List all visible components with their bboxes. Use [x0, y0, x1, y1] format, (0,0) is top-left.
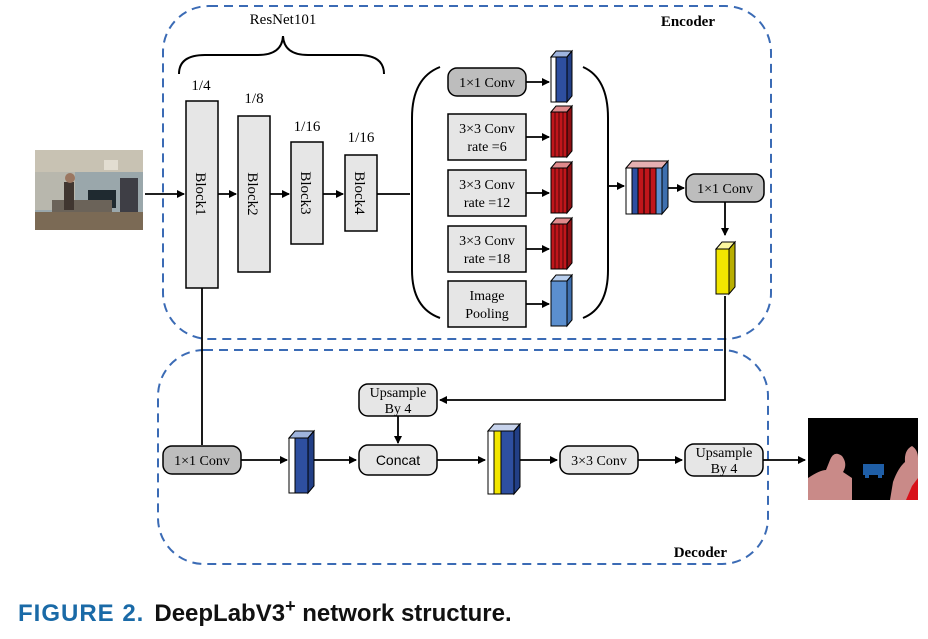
- aspp-branch-rate6-line2: rate =6: [467, 140, 506, 155]
- merge-conv1x1-label: 1×1 Conv: [697, 182, 753, 197]
- aspp-branch-rate12-line1: 3×3 Conv: [459, 178, 515, 193]
- connector-encoder-upsample: [439, 296, 726, 404]
- scale-label-block4: 1/16: [348, 130, 375, 146]
- feature-map-encoder-output: [714, 240, 737, 296]
- lowlevel-conv1x1-label: 1×1 Conv: [174, 454, 230, 469]
- encoder-label: Encoder: [661, 14, 716, 30]
- feature-map-rate12: [549, 160, 574, 215]
- block3-label: Block3: [297, 171, 313, 214]
- scale-label-block1: 1/4: [191, 78, 211, 94]
- block2-label: Block2: [244, 172, 260, 215]
- feature-map-rate6: [549, 104, 574, 159]
- decoder-region: [157, 349, 769, 565]
- aspp-image-pooling-line2: Pooling: [465, 307, 509, 322]
- scale-label-block2: 1/8: [244, 91, 263, 107]
- aspp-branch-rate12-line2: rate =12: [464, 196, 510, 211]
- input-image: [35, 150, 143, 230]
- upsample1-line2: By 4: [385, 402, 412, 417]
- upsample1-line1: Upsample: [370, 386, 427, 401]
- aspp-left-paren: [411, 66, 441, 319]
- aspp-branch-rate6-box: [447, 113, 527, 161]
- feature-map-pooling: [549, 273, 574, 328]
- figure-caption: FIGURE 2. DeepLabV3+ network structure.: [18, 596, 512, 628]
- aspp-branch-rate6-line1: 3×3 Conv: [459, 122, 515, 137]
- upsample2-line1: Upsample: [696, 446, 753, 461]
- decoder-label: Decoder: [674, 545, 728, 561]
- caption-title: DeepLabV3+ network structure.: [154, 596, 512, 627]
- aspp-branch-rate12-box: [447, 169, 527, 217]
- feature-map-rate18: [549, 216, 574, 271]
- aspp-conv1x1-label: 1×1 Conv: [459, 76, 515, 91]
- aspp-image-pooling-box: [447, 280, 527, 328]
- output-segmentation-image: [808, 418, 918, 500]
- aspp-branch-rate18-line2: rate =18: [464, 252, 510, 267]
- encoder-region: [162, 5, 772, 340]
- feature-map-decoder-concat: [486, 422, 522, 496]
- caption-figure-number: FIGURE 2.: [18, 600, 145, 627]
- block3-box: [290, 141, 324, 245]
- block4-box: [344, 154, 378, 232]
- feature-map-aspp-concat: [624, 159, 670, 216]
- block1-label: Block1: [192, 172, 208, 215]
- aspp-right-paren: [582, 66, 609, 319]
- aspp-branch-rate18-line1: 3×3 Conv: [459, 234, 515, 249]
- block4-label: Block4: [351, 171, 367, 215]
- conv3x3-label: 3×3 Conv: [571, 454, 627, 469]
- resnet-bracket: [178, 35, 385, 75]
- caption-title-tail: network structure.: [295, 600, 512, 627]
- resnet-label: ResNet101: [250, 12, 317, 28]
- caption-title-sup: +: [285, 596, 296, 616]
- feature-map-conv1x1: [549, 49, 574, 104]
- aspp-image-pooling-line1: Image: [470, 289, 505, 304]
- scale-label-block3: 1/16: [294, 119, 321, 135]
- block2-box: [237, 115, 271, 273]
- upsample2-line2: By 4: [711, 462, 738, 477]
- caption-title-main: DeepLabV3: [154, 600, 286, 627]
- feature-map-lowlevel: [287, 429, 316, 495]
- concat-label: Concat: [376, 452, 420, 468]
